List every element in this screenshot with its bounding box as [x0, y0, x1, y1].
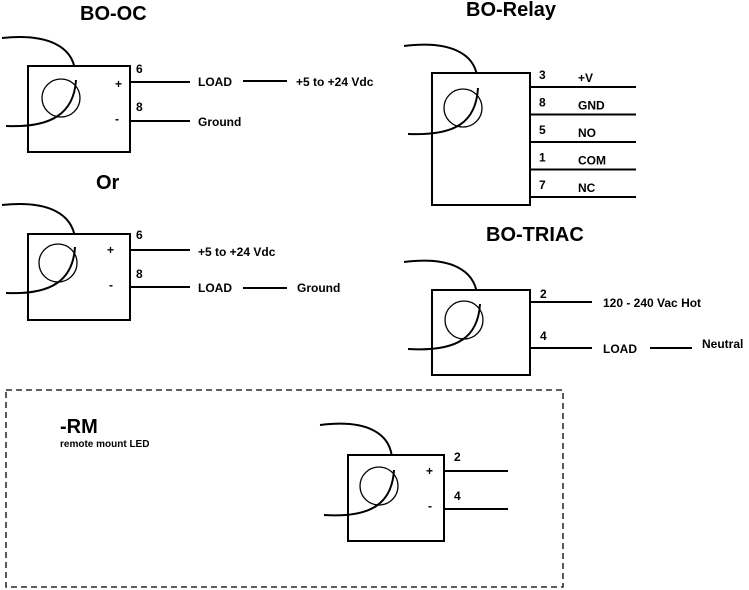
- bo-relay-title: BO-Relay: [466, 0, 557, 21]
- led-lead-wire: [403, 259, 478, 295]
- ground-label: Ground: [198, 115, 241, 129]
- led-lead-wire: [5, 246, 76, 295]
- bo-triac-module: BO-TRIAC 2 4 120 - 240 Vac Hot LOAD Neut…: [403, 224, 743, 376]
- pin-number: 2: [454, 450, 461, 464]
- polarity-minus: -: [115, 112, 119, 126]
- load-label: LOAD: [198, 75, 232, 89]
- bo-oc-module-a: BO-OC + - 6 8 LOAD +5 to +24 Vdc Ground: [1, 3, 374, 153]
- ground-label: Ground: [297, 281, 340, 295]
- rm-option-group: -RM remote mount LED + - 2 4: [5, 389, 564, 588]
- pin-number: 6: [136, 62, 143, 76]
- led-lead-wire: [5, 79, 77, 128]
- pin-number: 4: [540, 329, 547, 343]
- led-lead-wire: [403, 43, 478, 77]
- relay-pin-number: 3: [539, 68, 546, 82]
- relay-terminal-list: 3 +V 8 GND 5 NO 1 COM 7 NC: [530, 68, 636, 198]
- led-lead-wire: [407, 303, 481, 351]
- led-lead-wire: [1, 203, 76, 239]
- bo-oc-title: BO-OC: [80, 3, 147, 25]
- polarity-minus: -: [428, 499, 432, 513]
- supply-label: +5 to +24 Vdc: [296, 75, 374, 89]
- rm-subtitle: remote mount LED: [60, 439, 149, 450]
- led-lead-wire: [323, 469, 395, 517]
- pin-number: 8: [136, 267, 143, 281]
- neutral-label: Neutral: [702, 337, 743, 351]
- led-lead-wire: [319, 422, 393, 459]
- led-lead-wire: [407, 87, 479, 136]
- polarity-plus: +: [115, 77, 122, 91]
- relay-pin-number: 8: [539, 96, 546, 110]
- hot-label: 120 - 240 Vac Hot: [603, 296, 701, 310]
- polarity-plus: +: [426, 464, 433, 478]
- led-lead-wire: [1, 36, 76, 71]
- bo-triac-title: BO-TRIAC: [486, 224, 584, 246]
- relay-pin-name: GND: [578, 99, 605, 113]
- module-body: [27, 65, 131, 153]
- relay-pin-name: +V: [578, 71, 593, 85]
- rm-title: -RM: [60, 416, 98, 438]
- bo-oc-module-b: + - 6 8 +5 to +24 Vdc LOAD Ground: [1, 203, 340, 321]
- module-body: [431, 72, 531, 206]
- led-lens-icon: [443, 88, 483, 128]
- load-label: LOAD: [198, 281, 232, 295]
- module-body: [27, 233, 131, 321]
- polarity-minus: -: [109, 278, 113, 292]
- rm-dashed-border: [5, 389, 564, 588]
- relay-pin-name: NO: [578, 126, 596, 140]
- bo-relay-module: BO-Relay 3 +V 8 GND 5 NO 1 COM 7 NC: [403, 0, 636, 206]
- relay-pin-number: 5: [539, 123, 546, 137]
- or-label: Or: [96, 172, 120, 194]
- supply-label: +5 to +24 Vdc: [198, 245, 276, 259]
- relay-pin-number: 7: [539, 178, 546, 192]
- polarity-plus: +: [107, 243, 114, 257]
- led-lens-icon: [359, 466, 399, 506]
- relay-pin-name: NC: [578, 181, 596, 195]
- pin-number: 2: [540, 287, 547, 301]
- led-lens-icon: [41, 78, 81, 118]
- pin-number: 4: [454, 489, 461, 503]
- pin-number: 8: [136, 100, 143, 114]
- relay-pin-name: COM: [578, 154, 606, 168]
- relay-pin-number: 1: [539, 151, 546, 165]
- pin-number: 6: [136, 228, 143, 242]
- module-body: [431, 289, 531, 376]
- load-label: LOAD: [603, 342, 637, 356]
